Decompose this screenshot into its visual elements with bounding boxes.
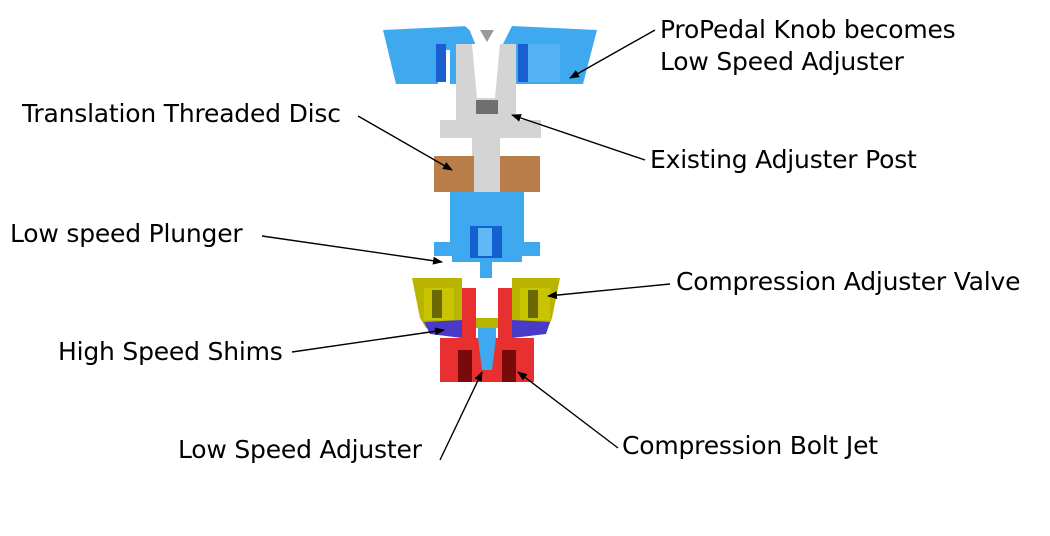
shims-left	[424, 320, 462, 338]
bolt-left-port	[458, 350, 472, 382]
post-bore	[472, 44, 500, 98]
disc-right	[500, 156, 540, 192]
leader-disc	[357, 115, 453, 171]
plunger-highlight	[478, 228, 492, 256]
leader-plunger	[261, 235, 443, 265]
label-compression-bolt-jet: Compression Bolt Jet	[622, 431, 878, 460]
label-translation-disc: Translation Threaded Disc	[22, 99, 341, 128]
bolt-center-bore	[478, 338, 496, 370]
bolt-top-post-right	[498, 288, 512, 338]
valve-right-hole	[528, 290, 538, 318]
leader-lines	[261, 29, 671, 461]
leader-valve	[547, 283, 671, 300]
knob-left-slot	[436, 44, 446, 82]
label-knob-line1: ProPedal Knob becomes	[660, 15, 956, 44]
label-high-speed-shims: High Speed Shims	[58, 337, 283, 366]
leader-post	[511, 114, 646, 161]
knob-right-slot	[518, 44, 528, 82]
post-upper	[440, 44, 541, 226]
leader-knob	[569, 29, 656, 79]
label-low-speed-adjuster: Low Speed Adjuster	[178, 435, 422, 464]
label-adjuster-post: Existing Adjuster Post	[650, 145, 917, 174]
translation-threaded-disc	[434, 156, 540, 192]
compression-adjuster-valve	[412, 278, 560, 328]
leader-bolt-jet	[517, 371, 619, 449]
existing-adjuster-post	[440, 44, 541, 226]
label-low-speed-plunger: Low speed Plunger	[10, 219, 243, 248]
label-knob-line2: Low Speed Adjuster	[660, 47, 904, 76]
leader-shims	[291, 327, 445, 353]
valve-left-hole	[432, 290, 442, 318]
post-inner-groove	[476, 100, 498, 114]
knob-center-screw	[480, 30, 494, 42]
high-speed-shims	[424, 320, 550, 338]
label-compression-valve: Compression Adjuster Valve	[676, 267, 1021, 296]
shims-right	[512, 320, 550, 338]
bolt-right-port	[502, 350, 516, 382]
disc-left	[434, 156, 474, 192]
bolt-top-post-left	[462, 288, 476, 338]
leader-low-speed-adjuster	[439, 371, 483, 461]
knob-right-step	[528, 44, 560, 82]
